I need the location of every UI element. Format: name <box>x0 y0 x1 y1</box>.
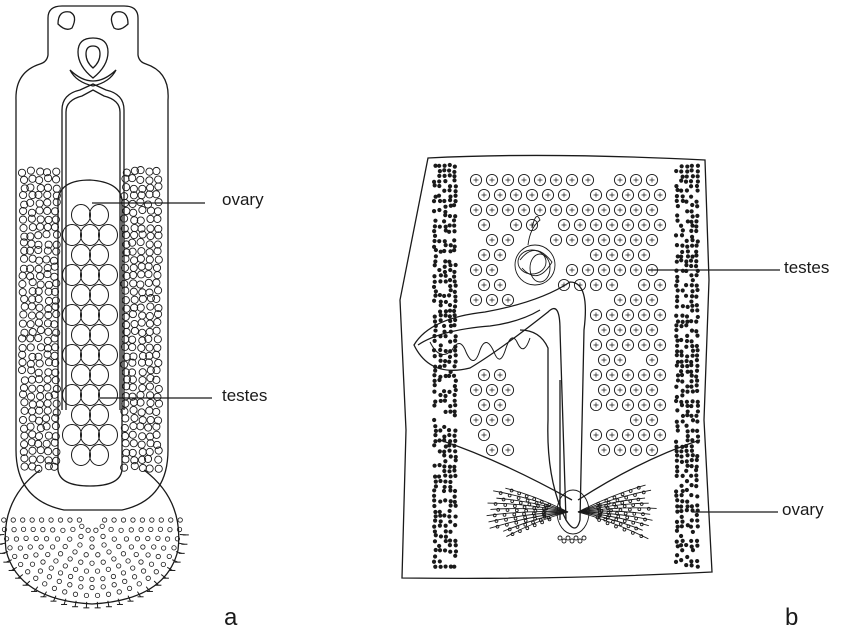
label-a-ovary: ovary <box>222 190 264 210</box>
panel-a-letter: a <box>224 604 237 632</box>
specimen-a-testes <box>63 205 118 466</box>
specimen-b-ovary <box>487 485 657 543</box>
label-b-ovary: ovary <box>782 500 824 520</box>
panel-b-letter: b <box>785 604 798 632</box>
specimen-b <box>400 155 780 578</box>
specimen-b-testes <box>470 174 665 455</box>
label-a-testes: testes <box>222 386 267 406</box>
specimen-a <box>0 6 212 608</box>
label-b-testes: testes <box>784 258 829 278</box>
specimen-a-suckers <box>58 12 128 86</box>
specimen-b-body-outline <box>400 155 712 578</box>
